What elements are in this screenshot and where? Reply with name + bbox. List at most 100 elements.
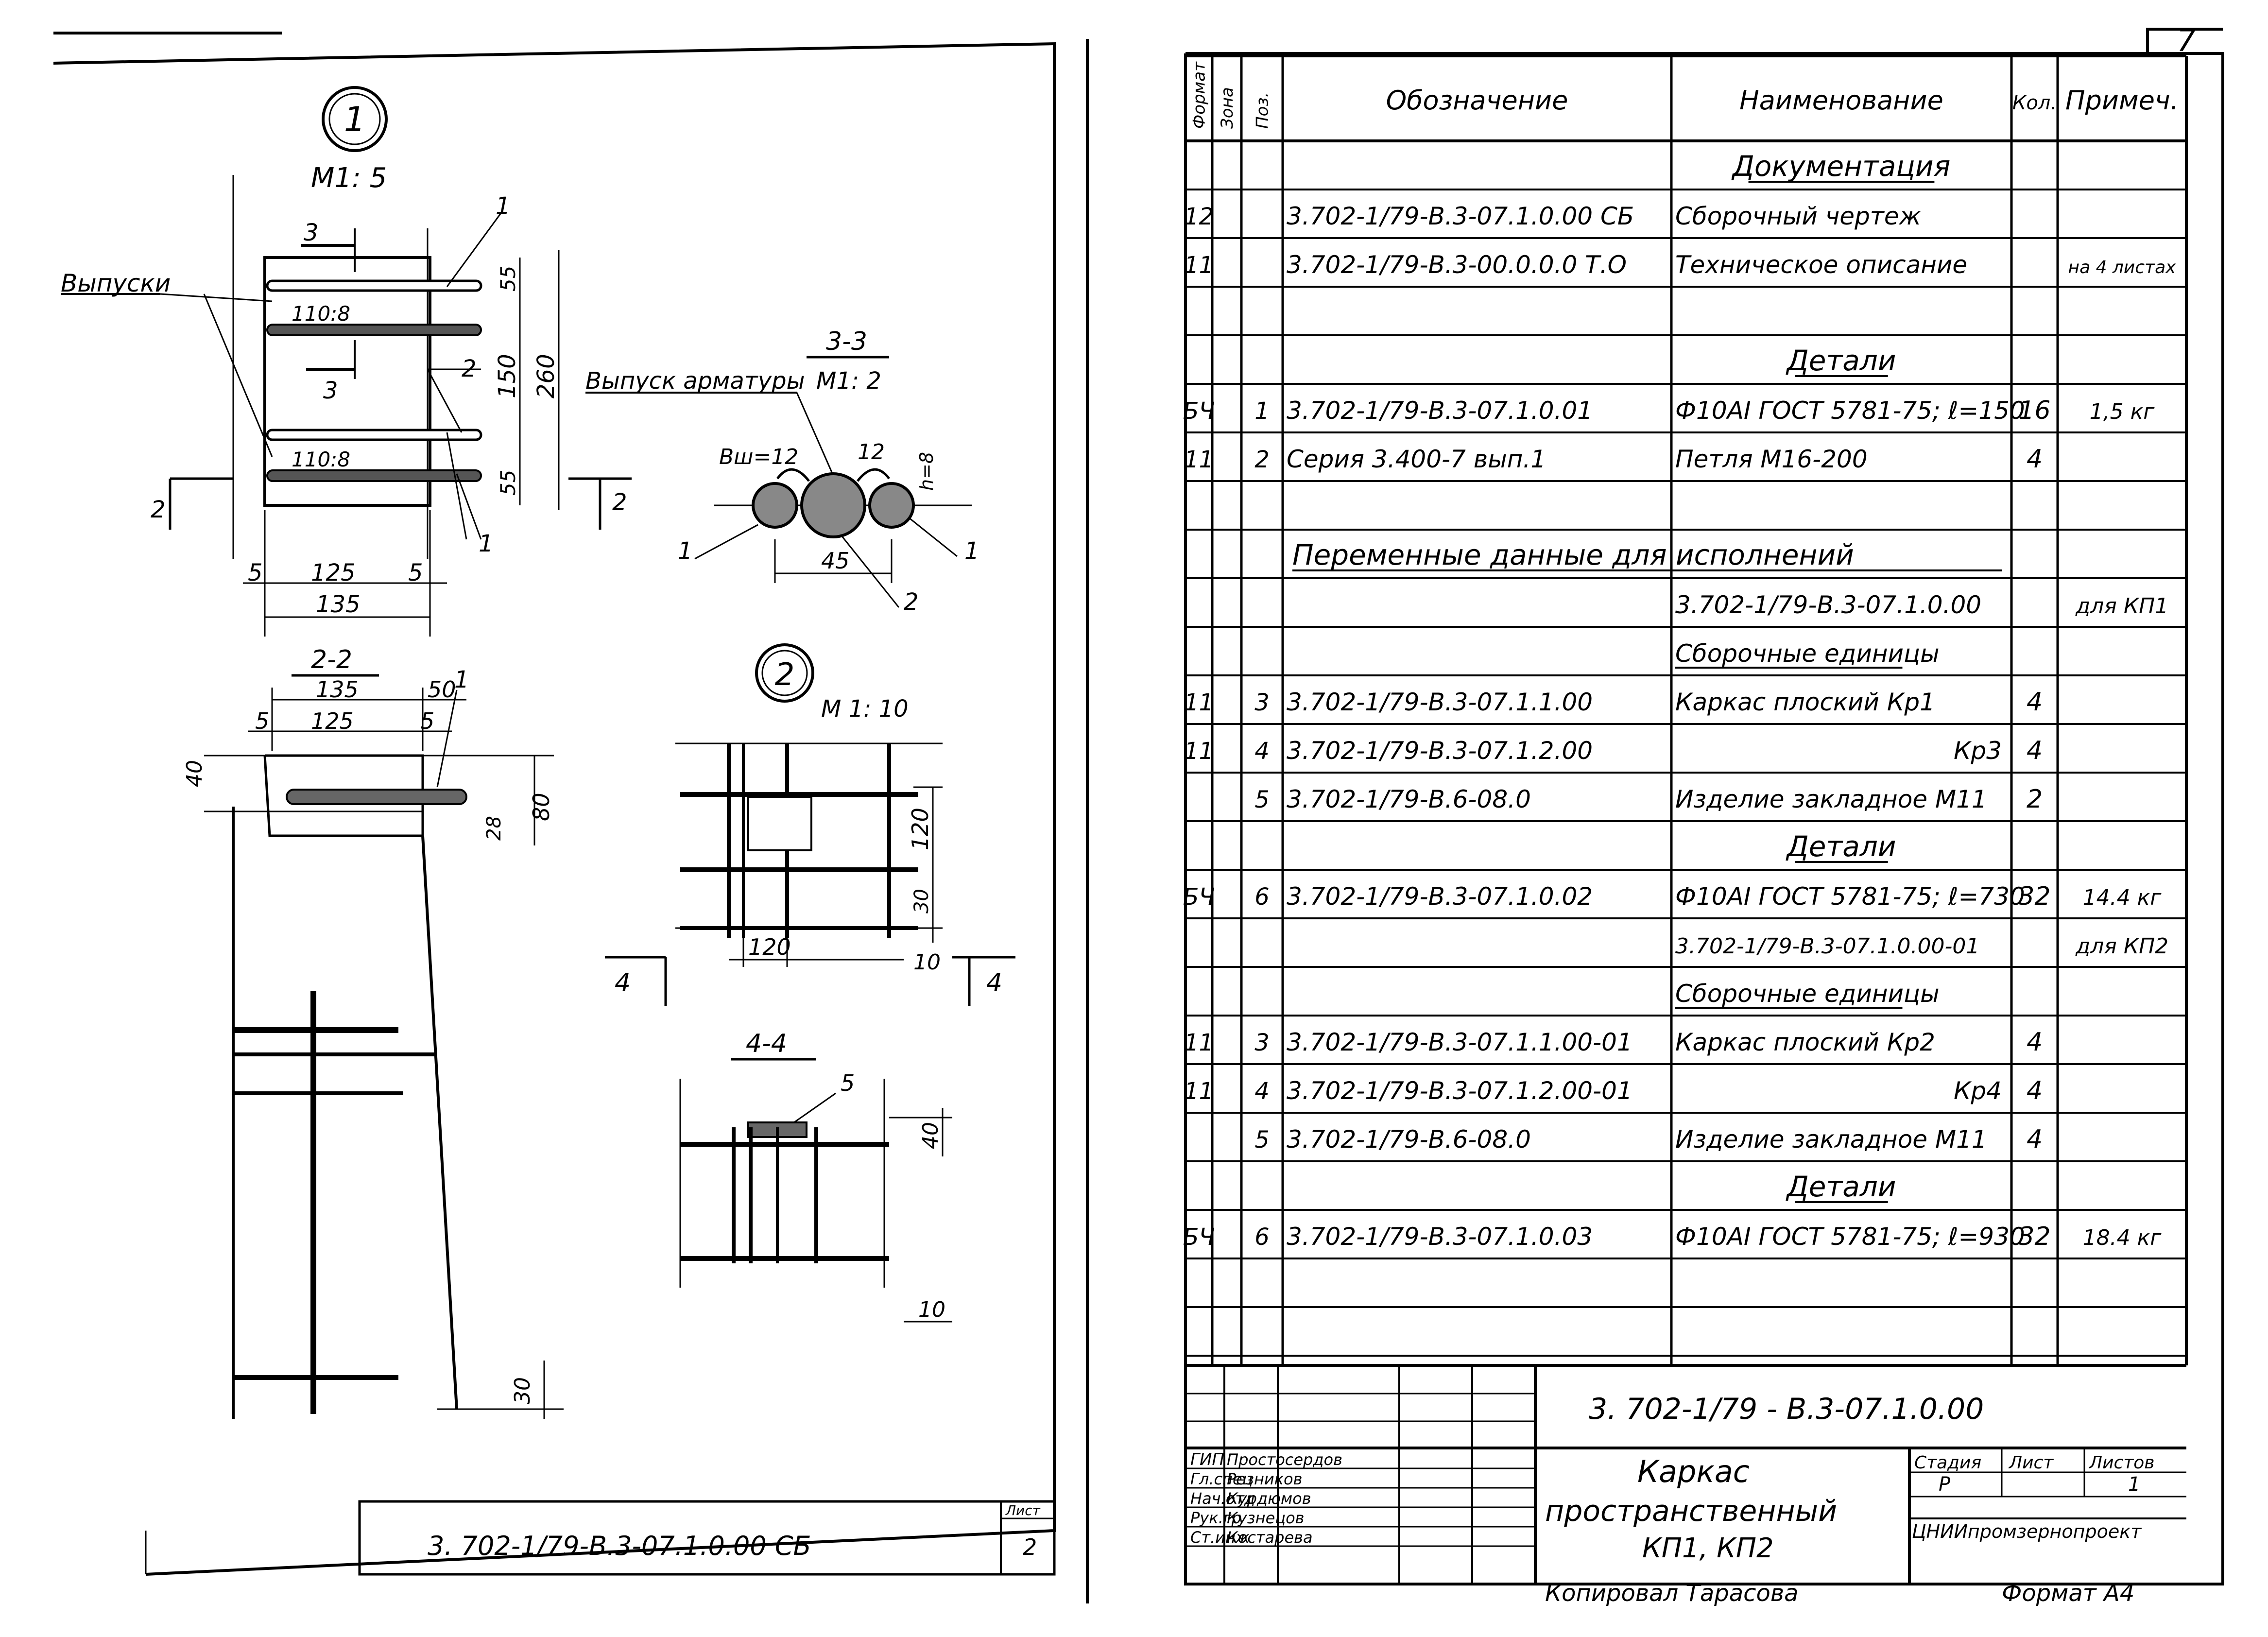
- dim-10b: 10: [918, 1297, 945, 1322]
- spec-cell-r20-c4: Изделие закладное М11: [1675, 1125, 1987, 1154]
- title-stage-value: Р: [1939, 1473, 1951, 1496]
- spec-cell-r12-c4: Кр3: [1954, 737, 2002, 765]
- dim-40a: 40: [182, 760, 207, 787]
- dim-120b: 120: [748, 934, 791, 960]
- spec-cell-r11-c3: 3.702-1/79-В.3-07.1.1.00: [1287, 688, 1593, 716]
- spec-cell-r19-c3: 3.702-1/79-В.3-07.1.2.00-01: [1287, 1077, 1632, 1105]
- spec-cell-r19-c4: Кр4: [1954, 1077, 2002, 1105]
- spec-cell-r18-c5: 4: [2027, 1028, 2043, 1057]
- spec-cell-r2-c6: на 4 листах: [2068, 258, 2177, 277]
- dim-2c: 2: [612, 489, 627, 516]
- dim-135b: 135: [316, 676, 359, 703]
- spec-cell-r13-c5: 2: [2027, 785, 2043, 814]
- section-h-label: h=8: [916, 452, 937, 491]
- spec-cell-r18-c4: Каркас плоский Кр2: [1675, 1028, 1935, 1056]
- spec-cell-r21-c4: Детали: [1785, 1170, 1896, 1203]
- title-sheets-value: 1: [2128, 1473, 2140, 1496]
- spec-cell-r20-c2: 5: [1254, 1126, 1270, 1154]
- section-12-label: 12: [858, 440, 885, 465]
- spec-cell-r18-c2: 3: [1254, 1029, 1270, 1056]
- spec-cell-r15-c2: 6: [1254, 883, 1270, 911]
- label-vypuski: Выпуски: [61, 269, 171, 297]
- spec-cell-r22-c4: Ф10АI ГОСТ 5781-75; ℓ=930: [1675, 1223, 2025, 1251]
- spec-header-1: Зона: [1218, 87, 1237, 129]
- left-stamp-sheet-no: 2: [1023, 1534, 1037, 1560]
- title-name-line3: КП1, КП2: [1642, 1533, 1774, 1564]
- spec-cell-r22-c5: 32: [2018, 1222, 2050, 1251]
- detail-2-marker: 2: [775, 657, 795, 693]
- spec-cell-r18-c3: 3.702-1/79-В.3-07.1.1.00-01: [1287, 1028, 1632, 1056]
- dim-4b: 4: [986, 968, 1002, 998]
- dim-55a: 55: [496, 266, 520, 292]
- label-vypusk-armatury: Выпуск арматуры: [585, 367, 805, 395]
- left-stamp-code: 3. 702-1/79-В.3-07.1.0.00 СБ: [428, 1531, 811, 1561]
- spec-cell-r17-c4: Сборочные единицы: [1675, 980, 1940, 1008]
- spec-cell-r20-c5: 4: [2027, 1125, 2043, 1154]
- name-3: Кузнецов: [1227, 1509, 1305, 1527]
- spec-cell-r12-c5: 4: [2027, 736, 2043, 765]
- dim-3a: 3: [304, 219, 319, 246]
- dim-125b: 125: [311, 708, 354, 734]
- dim-50: 50: [428, 676, 456, 703]
- spec-cell-r20-c3: 3.702-1/79-В.6-08.0: [1287, 1125, 1531, 1154]
- title-sheets-label: Листов: [2088, 1453, 2154, 1473]
- label-110-8-bottom: 110:8: [292, 448, 350, 471]
- detail-1-scale: М1: 5: [311, 162, 387, 194]
- spec-cell-r13-c3: 3.702-1/79-В.6-08.0: [1287, 785, 1531, 813]
- spec-cell-r2-c0: 11: [1184, 252, 1214, 279]
- spec-cell-r15-c3: 3.702-1/79-В.3-07.1.0.02: [1287, 882, 1593, 911]
- spec-cell-r12-c3: 3.702-1/79-В.3-07.1.2.00: [1287, 737, 1593, 765]
- spec-cell-r16-c4: 3.702-1/79-В.3-07.1.0.00-01: [1675, 934, 1979, 959]
- spec-cell-r9-c6: для КП1: [2075, 594, 2168, 619]
- spec-cell-r1-c3: 3.702-1/79-В.3-07.1.0.00 СБ: [1287, 202, 1634, 230]
- dim-1a: 1: [496, 192, 511, 220]
- name-0: Простосердов: [1227, 1450, 1342, 1469]
- spec-cell-r22-c0: БЧ: [1183, 1223, 1215, 1251]
- section-3-3: 3-3 М1: 2 Выпуск арматуры Bш=12 12 h=8 4…: [585, 327, 979, 616]
- left-stamp: 3. 702-1/79-В.3-07.1.0.00 СБ Лист 2: [358, 1500, 1056, 1576]
- dim-5d: 5: [420, 708, 434, 734]
- spec-cell-r13-c2: 5: [1254, 786, 1270, 813]
- dim-1e: 1: [454, 666, 469, 693]
- detail-marker-circle: [322, 86, 388, 152]
- spec-cell-r22-c2: 6: [1254, 1223, 1270, 1251]
- dim-4a: 4: [615, 968, 631, 998]
- spec-cell-r15-c4: Ф10АI ГОСТ 5781-75; ℓ=730: [1675, 882, 2025, 911]
- spec-cell-r2-c4: Техническое описание: [1675, 251, 1967, 279]
- spec-header-5: Кол.: [2012, 92, 2057, 114]
- section-3-3-title: 3-3: [826, 327, 867, 356]
- spec-cell-r16-c6: для КП2: [2075, 934, 2168, 959]
- spec-cell-r15-c6: 14.4 кг: [2083, 885, 2162, 910]
- dim-5b: 5: [408, 559, 423, 586]
- spec-cell-r8-c3: Переменные данные для исполнений: [1292, 538, 1854, 571]
- name-1: Резников: [1227, 1470, 1302, 1488]
- spec-cell-r19-c5: 4: [2027, 1076, 2043, 1105]
- spec-cell-r5-c0: БЧ: [1183, 397, 1215, 425]
- spec-header-4: Наименование: [1739, 85, 1943, 116]
- spec-cell-r12-c2: 4: [1254, 738, 1270, 765]
- dim-10a: 10: [913, 950, 941, 975]
- spec-cell-r6-c0: 11: [1184, 446, 1214, 473]
- spec-cell-r11-c0: 11: [1184, 689, 1214, 716]
- spec-cell-r15-c5: 32: [2018, 882, 2050, 911]
- spec-cell-r11-c4: Каркас плоский Кр1: [1675, 688, 1935, 716]
- dim-5c: 5: [255, 708, 269, 734]
- role-2: Нач.отд: [1190, 1489, 1255, 1508]
- spec-cell-r19-c0: 11: [1184, 1078, 1214, 1105]
- spec-header-2: Поз.: [1253, 92, 1272, 129]
- dim-5e: 5: [841, 1070, 855, 1096]
- spec-cell-r12-c0: 11: [1184, 738, 1214, 765]
- section-4-4: 4-4 5 40 10: [679, 1029, 952, 1323]
- spec-cell-r14-c4: Детали: [1785, 830, 1896, 863]
- dim-135a: 135: [316, 591, 361, 618]
- spec-cell-r6-c4: Петля М16-200: [1675, 445, 1868, 473]
- spec-cell-r2-c3: 3.702-1/79-В.3-00.0.0.0 Т.О: [1287, 251, 1627, 279]
- spec-header-6: Примеч.: [2065, 85, 2179, 116]
- detail-1-view: 1 М1: 5 110:8 110:8 Выпуски 3 3 1 1 2: [61, 86, 632, 637]
- role-3: Рук.гр: [1190, 1509, 1241, 1527]
- dim-40b: 40: [918, 1122, 943, 1149]
- dim-120a: 120: [907, 808, 933, 850]
- spec-header-0: Формат: [1190, 61, 1209, 129]
- label-110-8-top: 110:8: [292, 302, 350, 326]
- footer-copied: Копировал Тарасова: [1545, 1580, 1799, 1607]
